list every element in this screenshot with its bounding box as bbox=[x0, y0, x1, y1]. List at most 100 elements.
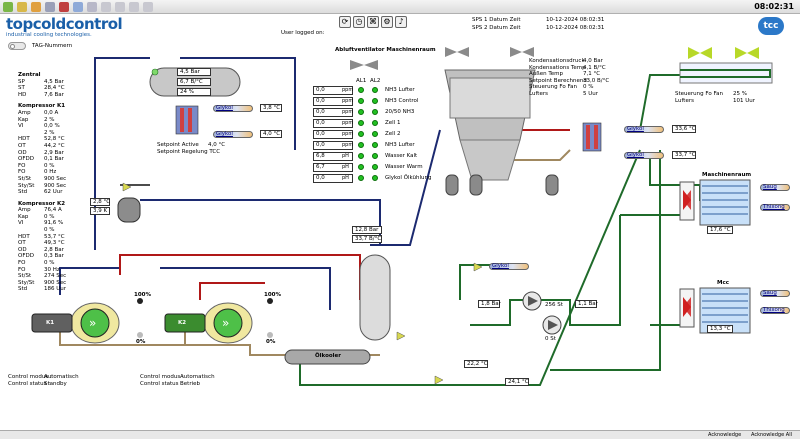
maschinenraum-saug[interactable]: Saug bbox=[760, 184, 790, 191]
status-value: 0,0 bbox=[313, 119, 353, 128]
clock-button[interactable]: ◷ bbox=[353, 16, 365, 28]
status-value: 0,0 bbox=[313, 174, 353, 183]
vent-fan-icon bbox=[350, 60, 378, 70]
users-icon[interactable] bbox=[31, 2, 41, 12]
export-icon[interactable] bbox=[115, 2, 125, 12]
acknowledge-all-button[interactable]: Acknowledge All bbox=[751, 432, 792, 438]
chart-icon[interactable] bbox=[59, 2, 69, 12]
status-unit: pH bbox=[342, 175, 349, 181]
fan-steuerung-value: 25 % bbox=[733, 91, 747, 97]
alarm-led bbox=[372, 87, 378, 93]
dry-cooler-fan-2 bbox=[735, 47, 747, 59]
acknowledge-button[interactable]: Acknowledge bbox=[708, 432, 742, 438]
motor-k2 bbox=[164, 313, 206, 333]
brand-logo: topcoldcontrol industrial cooling techno… bbox=[6, 15, 123, 38]
status-value: 6,7 bbox=[313, 163, 353, 172]
valve-k1-bottom bbox=[137, 332, 143, 338]
alarm-led bbox=[358, 164, 364, 170]
control-mode-label: Control modus : bbox=[140, 374, 184, 380]
tcc-badge: tcc bbox=[758, 17, 784, 35]
svg-text:»: » bbox=[89, 316, 96, 330]
status-name: Wasser Warm bbox=[385, 164, 423, 170]
maschinenraum-saug-label: Saug bbox=[763, 184, 777, 190]
svg-text:»: » bbox=[222, 316, 229, 330]
pipe-glycol-pump-loop bbox=[470, 215, 621, 326]
status-value: 0,0 bbox=[313, 97, 353, 106]
status-name: Wasser Kalt bbox=[385, 153, 418, 159]
panel-row: 0 % bbox=[44, 227, 55, 234]
alarm-led bbox=[372, 142, 378, 148]
home-icon[interactable] bbox=[3, 2, 13, 12]
top-toolbar: 08:02:31 bbox=[0, 0, 800, 14]
pipe-suction-top bbox=[180, 57, 296, 150]
alarm-led bbox=[358, 153, 364, 159]
k2-capacity-bottom: 0% bbox=[266, 339, 276, 345]
mcc-saug[interactable]: Saug bbox=[760, 290, 790, 297]
compressor-k2-rotor bbox=[213, 308, 243, 338]
clock: 08:02:31 bbox=[754, 2, 794, 11]
save-icon[interactable] bbox=[143, 2, 153, 12]
folder-icon[interactable] bbox=[17, 2, 27, 12]
status-name: NH3 Lufter bbox=[385, 142, 415, 148]
status-unit: ppm bbox=[342, 109, 354, 115]
print-preview-icon[interactable] bbox=[129, 2, 139, 12]
tcc-badge-text: tcc bbox=[763, 21, 779, 31]
alarm-led bbox=[358, 131, 364, 137]
status-name: Zell 1 bbox=[385, 120, 401, 126]
refresh-button[interactable]: ⟳ bbox=[339, 16, 351, 28]
document-icon[interactable] bbox=[73, 2, 83, 12]
status-name: NH3 Control bbox=[385, 98, 419, 104]
dry-cooler bbox=[679, 62, 773, 84]
status-name: Zell 2 bbox=[385, 131, 401, 137]
pipe-glycol-main bbox=[299, 149, 641, 386]
user-settings-button[interactable]: ⚙ bbox=[381, 16, 393, 28]
oil-cooler-label: Ölkooler bbox=[315, 353, 341, 359]
network-button[interactable]: ⌘ bbox=[367, 16, 379, 28]
glykol-mid-label: Glykol bbox=[492, 263, 509, 269]
fan-lufters-label: Lufters bbox=[675, 98, 694, 104]
status-value: 0,0 bbox=[313, 108, 353, 117]
kompressor1-title: Kompressor K1 bbox=[18, 103, 66, 110]
setpoint-regelung-label: Setpoint Regelung TCC bbox=[157, 149, 221, 155]
control-status-2: Control modus :Automatisch Control statu… bbox=[140, 374, 215, 387]
control-status-value: Standby bbox=[44, 380, 67, 387]
settings-icon[interactable] bbox=[45, 2, 55, 12]
maschinenraum-thixong-label: Thixong bbox=[763, 204, 785, 210]
control-mode-value: Automatisch bbox=[44, 374, 79, 380]
oil-separator bbox=[117, 197, 141, 223]
status-unit: ppm bbox=[342, 142, 354, 148]
glykol-left-1-label: Glykol bbox=[216, 105, 233, 111]
glykol-left-1-value: 3,8 °C bbox=[260, 104, 282, 112]
sound-button[interactable]: ♪ bbox=[395, 16, 407, 28]
mcc-thixong-label: Thixong bbox=[763, 307, 785, 313]
status-unit: pH bbox=[342, 153, 349, 159]
alarm-led bbox=[372, 120, 378, 126]
info-icon[interactable] bbox=[101, 2, 111, 12]
maschinenraum-thixong[interactable]: Thixong bbox=[760, 204, 790, 211]
setpoint-active-value: 4,0 °C bbox=[208, 142, 226, 148]
heat-exchanger-right bbox=[582, 122, 602, 152]
valve-oil-1 bbox=[396, 331, 406, 341]
mcc-thixong[interactable]: Thixong bbox=[760, 307, 790, 314]
condenser-fan-2 bbox=[510, 47, 522, 57]
control-mode-label: Control modus : bbox=[8, 374, 52, 380]
valve-expansion-1 bbox=[122, 182, 132, 192]
maschinenraum-title: Maschinenraum bbox=[702, 172, 752, 178]
tag-toggle[interactable] bbox=[8, 42, 26, 50]
print-icon[interactable] bbox=[87, 2, 97, 12]
status-name: NH3 Lufter bbox=[385, 87, 415, 93]
zentral-title: Zentral bbox=[18, 72, 41, 78]
